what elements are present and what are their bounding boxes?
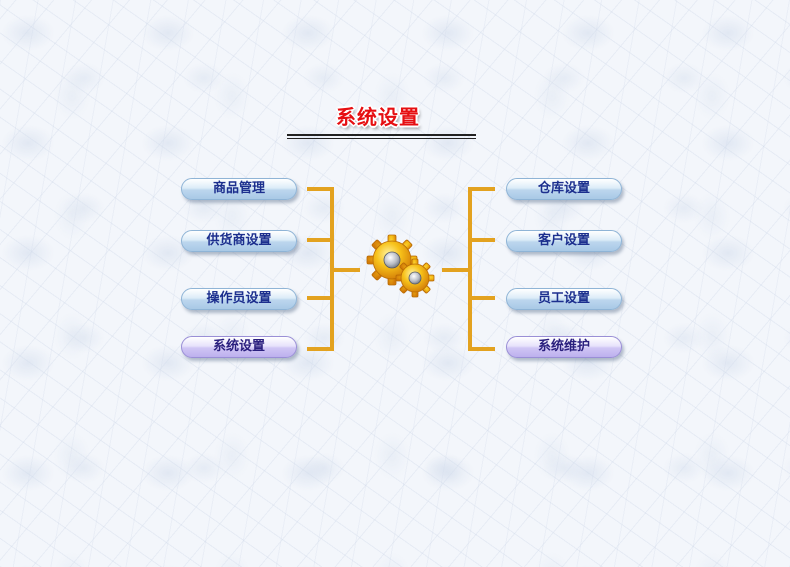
operator-settings-button[interactable]: 操作员设置 bbox=[181, 288, 297, 310]
right-connector-stem bbox=[442, 268, 472, 272]
employee-settings-button[interactable]: 员工设置 bbox=[506, 288, 622, 310]
left-connector-stem bbox=[330, 268, 360, 272]
gears-icon bbox=[366, 234, 435, 298]
right-connector-line bbox=[471, 296, 495, 300]
left-connector-line bbox=[307, 296, 331, 300]
product-management-button[interactable]: 商品管理 bbox=[181, 178, 297, 200]
supplier-settings-button[interactable]: 供货商设置 bbox=[181, 230, 297, 252]
left-connector-line bbox=[307, 238, 331, 242]
customer-settings-button[interactable]: 客户设置 bbox=[506, 230, 622, 252]
warehouse-settings-button[interactable]: 仓库设置 bbox=[506, 178, 622, 200]
system-settings-button[interactable]: 系统设置 bbox=[181, 336, 297, 358]
right-connector-bracket bbox=[468, 187, 495, 351]
right-connector-line bbox=[471, 238, 495, 242]
small-gear-icon bbox=[395, 258, 435, 298]
system-maintenance-button[interactable]: 系统维护 bbox=[506, 336, 622, 358]
title-underline bbox=[287, 134, 476, 139]
page-title: 系统设置 bbox=[336, 105, 420, 129]
